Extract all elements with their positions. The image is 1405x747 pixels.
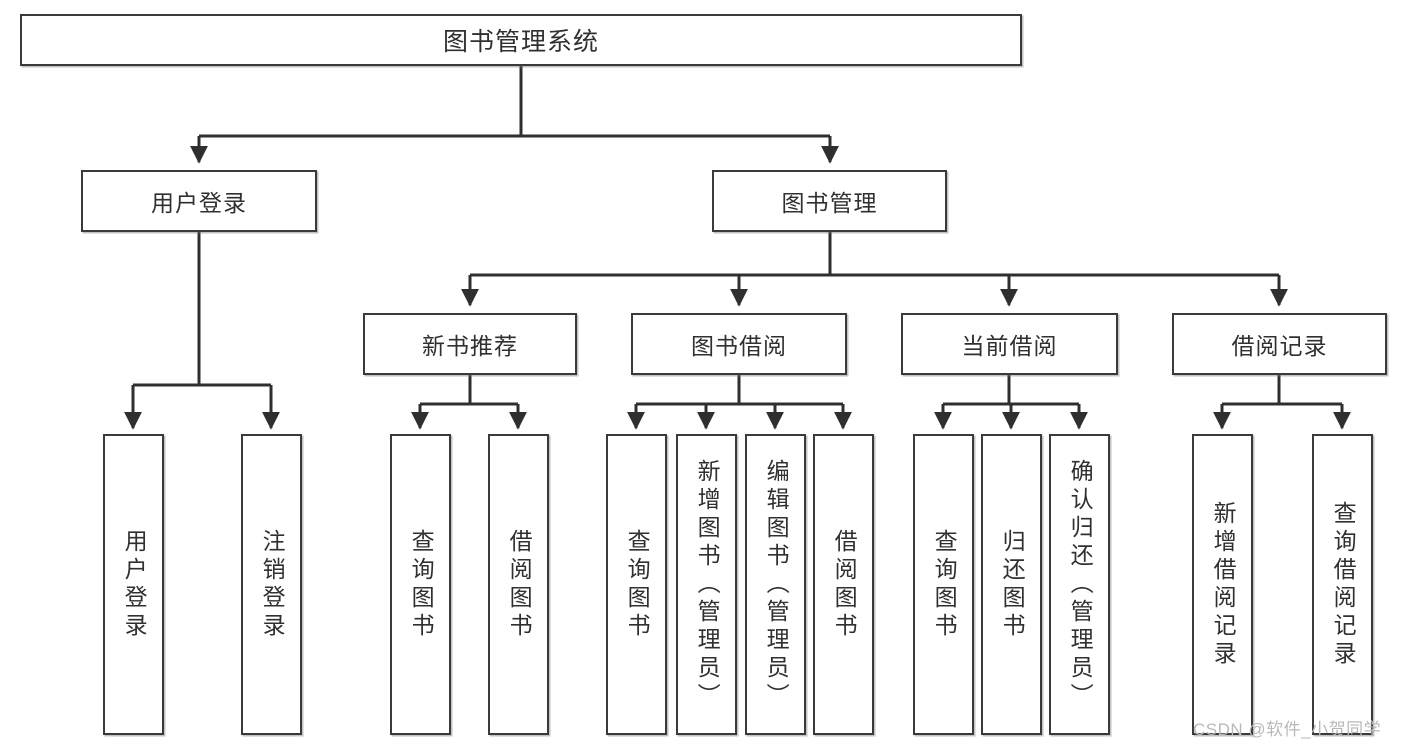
leaf-confirm-return[interactable]: 确认归还（管理员） [1049,434,1110,735]
leaf-query-book-2[interactable]: 查询图书 [606,434,667,735]
leaf-query-book-3-label: 查询图书 [931,528,958,641]
node-new-book-recommend-label: 新书推荐 [422,333,518,359]
csdn-watermark: CSDN @软件_小贺同学 [1193,720,1382,739]
leaf-logout-label: 注销登录 [259,528,286,641]
leaf-add-record-label: 新增借阅记录 [1210,500,1237,669]
leaf-confirm-return-label: 确认归还（管理员） [1067,458,1094,711]
leaf-query-book-2-label: 查询图书 [624,528,651,641]
node-root-label: 图书管理系统 [442,28,599,56]
leaf-user-login-label: 用户登录 [121,528,148,641]
node-user-login[interactable]: 用户登录 [81,170,317,232]
leaf-user-login[interactable]: 用户登录 [103,434,164,735]
node-book-borrow[interactable]: 图书借阅 [631,313,847,375]
node-book-manage[interactable]: 图书管理 [712,170,947,232]
leaf-add-book-label: 新增图书（管理员） [694,458,721,711]
leaf-add-book[interactable]: 新增图书（管理员） [676,434,737,735]
node-root[interactable]: 图书管理系统 [20,14,1022,66]
leaf-query-record[interactable]: 查询借阅记录 [1312,434,1373,735]
node-current-borrow-label: 当前借阅 [961,333,1058,359]
leaf-query-book-3[interactable]: 查询图书 [913,434,974,735]
leaf-logout[interactable]: 注销登录 [241,434,302,735]
leaf-query-book-1-label: 查询图书 [408,528,435,641]
node-book-borrow-label: 图书借阅 [691,333,787,359]
leaf-edit-book-label: 编辑图书（管理员） [763,458,790,711]
node-user-login-label: 用户登录 [151,190,247,216]
leaf-return-book[interactable]: 归还图书 [981,434,1042,735]
leaf-borrow-book-2-label: 借阅图书 [831,528,858,641]
leaf-borrow-book-2[interactable]: 借阅图书 [813,434,874,735]
leaf-query-record-label: 查询借阅记录 [1330,500,1357,669]
node-borrow-record[interactable]: 借阅记录 [1172,313,1387,375]
leaf-edit-book[interactable]: 编辑图书（管理员） [745,434,806,735]
leaf-return-book-label: 归还图书 [999,528,1026,641]
node-book-manage-label: 图书管理 [781,190,878,216]
node-borrow-record-label: 借阅记录 [1231,333,1328,359]
leaf-query-book-1[interactable]: 查询图书 [390,434,451,735]
node-current-borrow[interactable]: 当前借阅 [901,313,1118,375]
leaf-add-record[interactable]: 新增借阅记录 [1192,434,1253,735]
leaf-borrow-book-1-label: 借阅图书 [506,528,533,641]
leaf-borrow-book-1[interactable]: 借阅图书 [488,434,549,735]
node-new-book-recommend[interactable]: 新书推荐 [363,313,577,375]
